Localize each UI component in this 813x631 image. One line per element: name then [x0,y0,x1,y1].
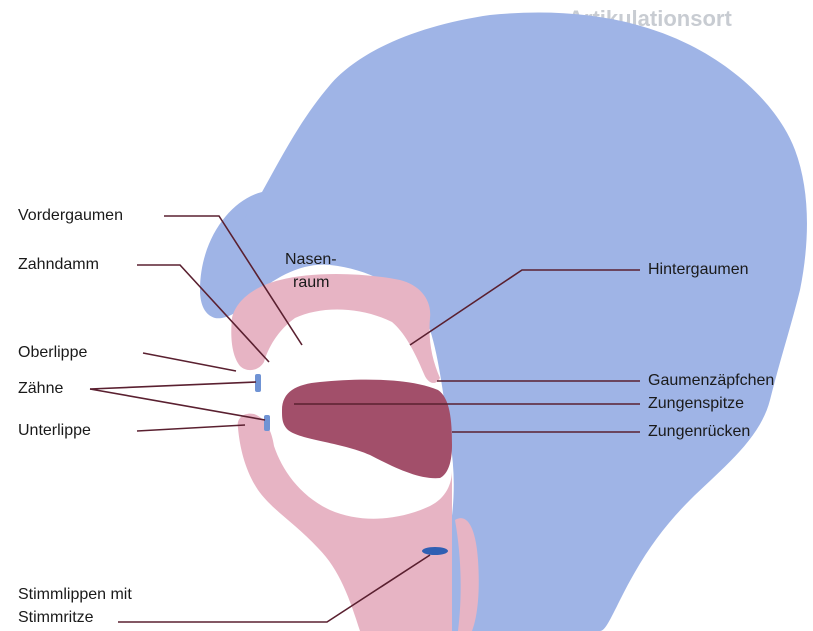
label-zahndamm: Zahndamm [18,255,99,275]
label-zungenruecken: Zungenrücken [648,422,750,442]
label-zungenspitze: Zungenspitze [648,394,744,414]
tongue [282,380,452,479]
lower-teeth [264,415,270,431]
leader-zaehne-upper [90,382,256,389]
label-nasenraum-line1: Nasen- [285,250,337,270]
leader-oberlippe [143,353,236,371]
label-vordergaumen: Vordergaumen [18,206,123,226]
glottis-shape [422,547,448,555]
upper-palate [231,274,440,383]
upper-teeth [255,374,261,392]
leader-unterlippe [137,425,245,431]
label-oberlippe: Oberlippe [18,343,87,363]
label-nasenraum-line2: raum [293,273,329,293]
head-silhouette [200,13,807,631]
label-gaumenzaepfchen: Gaumenzäpfchen [648,371,774,391]
label-hintergaumen: Hintergaumen [648,260,749,280]
leader-zaehne-lower [90,389,265,420]
label-unterlippe: Unterlippe [18,421,91,441]
label-stimmlippen-line1: Stimmlippen mit [18,585,132,605]
label-zaehne: Zähne [18,379,63,399]
label-stimmlippen-line2: Stimmritze [18,608,94,628]
